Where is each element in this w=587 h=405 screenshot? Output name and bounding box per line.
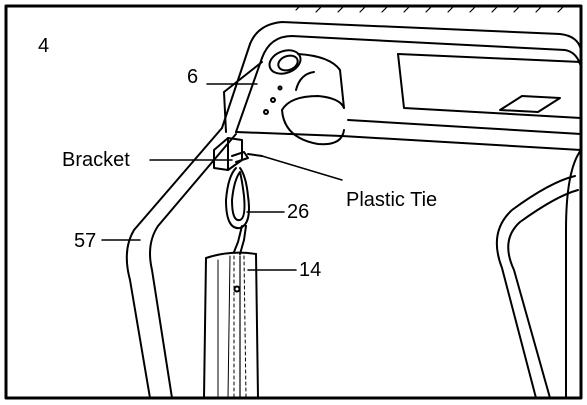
- part-6-label: 6: [187, 66, 199, 88]
- console-top: [221, 21, 582, 151]
- tube-14: [203, 251, 259, 399]
- part-26-label: 26: [287, 201, 310, 223]
- part-6-plate: [223, 61, 283, 133]
- wire-26: [225, 167, 250, 255]
- diagram-frame: [4, 4, 583, 400]
- motor-housing: [268, 49, 345, 146]
- bracket: [213, 137, 263, 171]
- plastic-tie-label: Plastic Tie: [346, 189, 438, 211]
- upright-57: [125, 127, 237, 399]
- right-handrail: [495, 149, 582, 399]
- part-14-label: 14: [299, 259, 322, 281]
- top-hatching: [295, 5, 565, 13]
- step-number: 4: [38, 35, 50, 57]
- part-57-label: 57: [74, 230, 97, 252]
- leader-lines: [101, 83, 343, 271]
- bracket-label: Bracket: [62, 149, 130, 171]
- leader-plastic-tie: [261, 155, 343, 181]
